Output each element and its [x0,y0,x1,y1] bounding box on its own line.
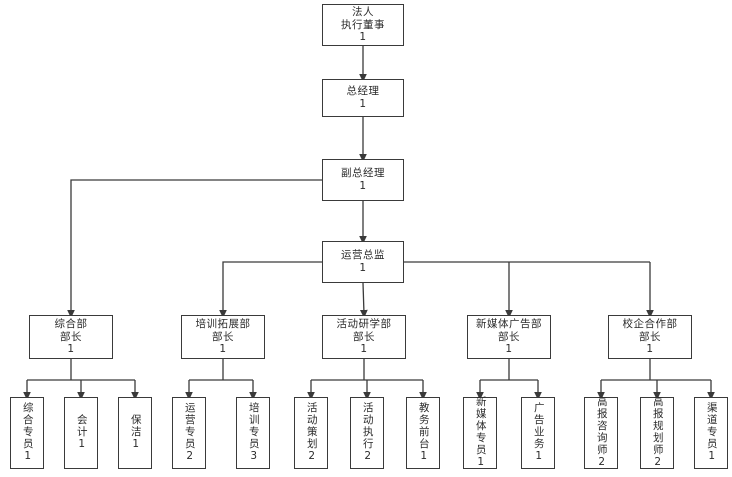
node-headcount: 1 [359,31,367,44]
node-title-line: 部长 [212,330,234,343]
node-headcount: 1 [532,450,545,464]
node-headcount: 1 [359,98,367,110]
node-title-line: 培训拓展部 [195,317,251,330]
node-title-line: 培训专员 [247,402,260,451]
node-headcount: 1 [417,450,430,464]
node-headcount: 2 [361,450,374,464]
node-title-line: 高报咨询师 [595,396,608,457]
node-title-line: 部长 [353,330,375,343]
node-headcount: 1 [75,438,88,452]
node-title-line: 保洁 [129,414,142,439]
node-title-line: 校企合作部 [622,317,678,330]
node-title-line: 活动执行 [361,402,374,451]
node-title-line: 渠道专员 [705,402,718,451]
node-headcount: 1 [219,343,227,356]
node-headcount: 1 [474,456,487,470]
node-title-line: 副总经理 [341,167,385,180]
edge-n3-d2 [219,261,322,319]
node-title-line: 部长 [639,330,661,343]
node-headcount: 2 [595,456,608,470]
node-title-line: 总经理 [346,85,380,98]
node-headcount: 1 [359,180,367,192]
node-title-line: 运营总监 [341,249,385,262]
node-title-line: 会计 [75,414,88,439]
node-title-line: 教务前台 [417,402,430,451]
node-title-line: 新媒体广告部 [476,317,542,330]
node-headcount: 2 [651,456,664,470]
node-headcount: 1 [21,450,34,464]
node-headcount: 1 [359,262,367,274]
node-headcount: 1 [129,438,142,452]
node-headcount: 1 [505,343,513,356]
node-title-line: 法人 [352,5,374,18]
node-title-line: 部长 [60,330,82,343]
node-headcount: 2 [183,450,196,464]
node-headcount: 1 [646,343,654,356]
node-title-line: 综合部 [54,317,88,330]
node-title-line: 综合专员 [21,402,34,451]
edge-n2-d1 [67,179,322,319]
node-title-line: 高报规划师 [651,396,664,457]
node-title-line: 新媒体专员 [474,396,487,457]
node-title-line: 部长 [498,330,520,343]
node-headcount: 3 [247,450,260,464]
node-headcount: 1 [705,450,718,464]
edge-n3-d3 [359,282,368,319]
node-title-line: 活动策划 [305,402,318,451]
node-title-line: 执行董事 [341,18,385,31]
node-title-line: 活动研学部 [336,317,392,330]
node-title-line: 运营专员 [183,402,196,451]
node-headcount: 2 [305,450,318,464]
node-title-line: 广告业务 [532,402,545,451]
node-headcount: 1 [360,343,368,356]
node-headcount: 1 [67,343,75,356]
